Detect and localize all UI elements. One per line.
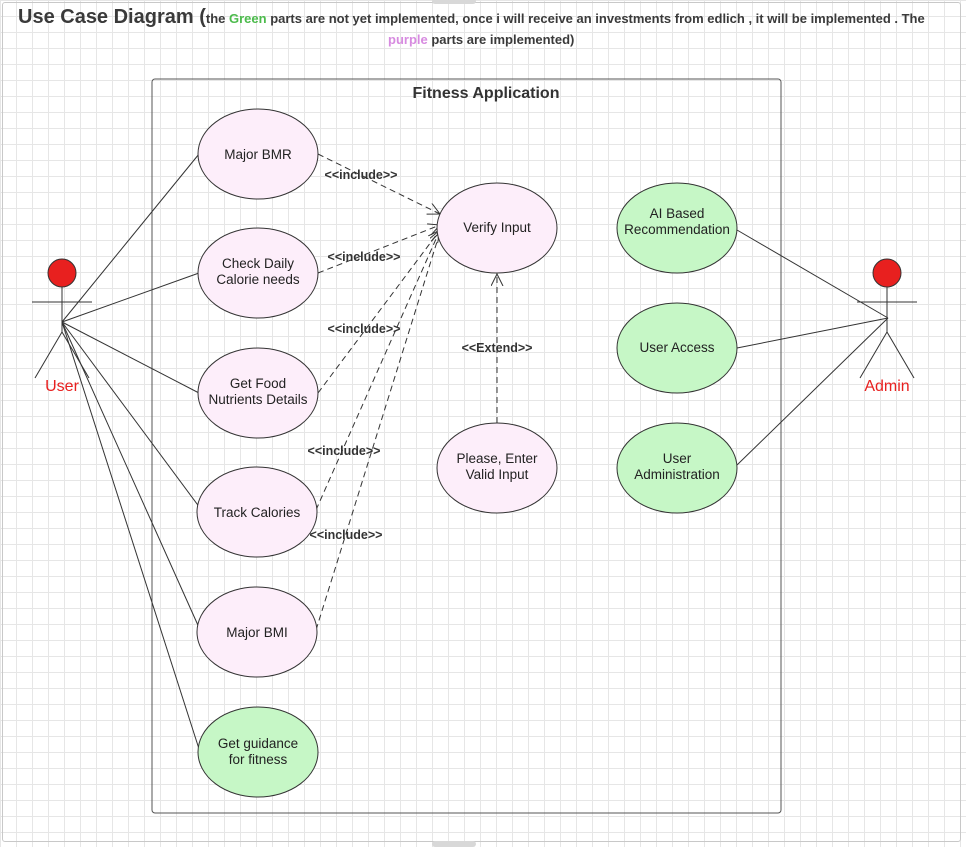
user-head <box>47 258 77 288</box>
heading-note-part3: parts are implemented) <box>427 32 575 47</box>
svg-text:Administration: Administration <box>634 467 720 482</box>
include-arrow-food-nutrients <box>317 230 440 394</box>
actor-user-label: User <box>45 378 79 395</box>
use-case-ai-recommendation[interactable]: AI Based Recommendation <box>616 182 738 274</box>
include-label-track-calories: <<include>> <box>308 444 381 458</box>
assoc-admin-administration <box>736 317 889 466</box>
include-label-food-nutrients: <<include>> <box>328 322 401 336</box>
use-case-get-guidance[interactable]: Get guidance for fitness <box>197 706 319 798</box>
assoc-user-guidance <box>61 321 201 753</box>
heading-green-word: Green <box>229 11 267 26</box>
diagram-heading: Use Case Diagram (the Green parts are no… <box>18 7 958 50</box>
svg-text:Get guidance: Get guidance <box>218 736 298 751</box>
admin-associations <box>736 229 889 466</box>
svg-text:AI Based: AI Based <box>650 206 705 221</box>
svg-text:Please, Enter: Please, Enter <box>456 451 538 466</box>
svg-text:Nutrients Details: Nutrients Details <box>208 392 307 407</box>
heading-purple-word: purple <box>388 32 428 47</box>
use-case-food-nutrients[interactable]: Get Food Nutrients Details <box>197 347 319 439</box>
actor-admin[interactable]: Admin <box>857 258 917 395</box>
top-resize-handle[interactable] <box>432 0 476 4</box>
include-arrow-major-bmr <box>317 153 440 214</box>
assoc-user-track-calories <box>61 321 204 513</box>
system-boundary <box>151 78 782 814</box>
include-arrow-major-bmi <box>315 232 440 631</box>
use-case-major-bmr[interactable]: Major BMR <box>197 108 319 200</box>
extend-label: <<Extend>> <box>462 341 533 355</box>
diagram-title: Use Case Diagram ( <box>18 6 206 28</box>
svg-text:Major BMR: Major BMR <box>224 147 292 162</box>
svg-text:Calorie needs: Calorie needs <box>216 272 300 287</box>
user-associations <box>61 153 204 753</box>
heading-note-part1: the <box>205 11 229 26</box>
assoc-admin-ai <box>736 229 889 319</box>
svg-text:User Access: User Access <box>639 340 714 355</box>
assoc-user-food-nutrients <box>61 321 200 394</box>
include-arrow-check-calorie <box>317 225 440 274</box>
use-case-check-daily-calorie[interactable]: Check Daily Calorie needs <box>197 227 319 319</box>
use-case-verify-input[interactable]: Verify Input <box>436 182 558 274</box>
system-title: Fitness Application <box>413 85 560 102</box>
include-arrow-track-calories <box>315 230 440 511</box>
svg-text:for fitness: for fitness <box>229 752 288 767</box>
svg-text:Get Food: Get Food <box>230 376 286 391</box>
include-label-major-bmr: <<include>> <box>325 168 398 182</box>
heading-note-part2: parts are not yet implemented, once i wi… <box>266 11 925 26</box>
actor-admin-label: Admin <box>864 378 909 395</box>
include-label-check-calorie: <<include>> <box>328 250 401 264</box>
use-case-major-bmi[interactable]: Major BMI <box>196 586 318 678</box>
assoc-admin-access <box>736 317 889 349</box>
svg-text:Recommendation: Recommendation <box>624 222 730 237</box>
admin-head <box>872 258 902 288</box>
include-label-major-bmi: <<include>> <box>310 528 383 542</box>
actor-user[interactable]: User <box>32 258 92 395</box>
assoc-user-major-bmr <box>61 153 200 323</box>
use-case-track-calories[interactable]: Track Calories <box>196 466 318 558</box>
svg-text:Valid Input: Valid Input <box>466 467 529 482</box>
svg-text:Check Daily: Check Daily <box>222 256 294 271</box>
assoc-user-check-calorie <box>61 272 200 323</box>
svg-text:Major BMI: Major BMI <box>226 625 288 640</box>
dependency-arrows <box>315 153 497 631</box>
assoc-user-major-bmi <box>61 321 202 633</box>
svg-text:Track Calories: Track Calories <box>214 505 301 520</box>
bottom-resize-handle[interactable] <box>432 841 476 847</box>
svg-text:User: User <box>663 451 692 466</box>
use-case-user-administration[interactable]: User Administration <box>616 422 738 514</box>
use-case-user-access[interactable]: User Access <box>616 302 738 394</box>
use-case-valid-input[interactable]: Please, Enter Valid Input <box>436 422 558 514</box>
svg-text:Verify Input: Verify Input <box>463 220 531 235</box>
